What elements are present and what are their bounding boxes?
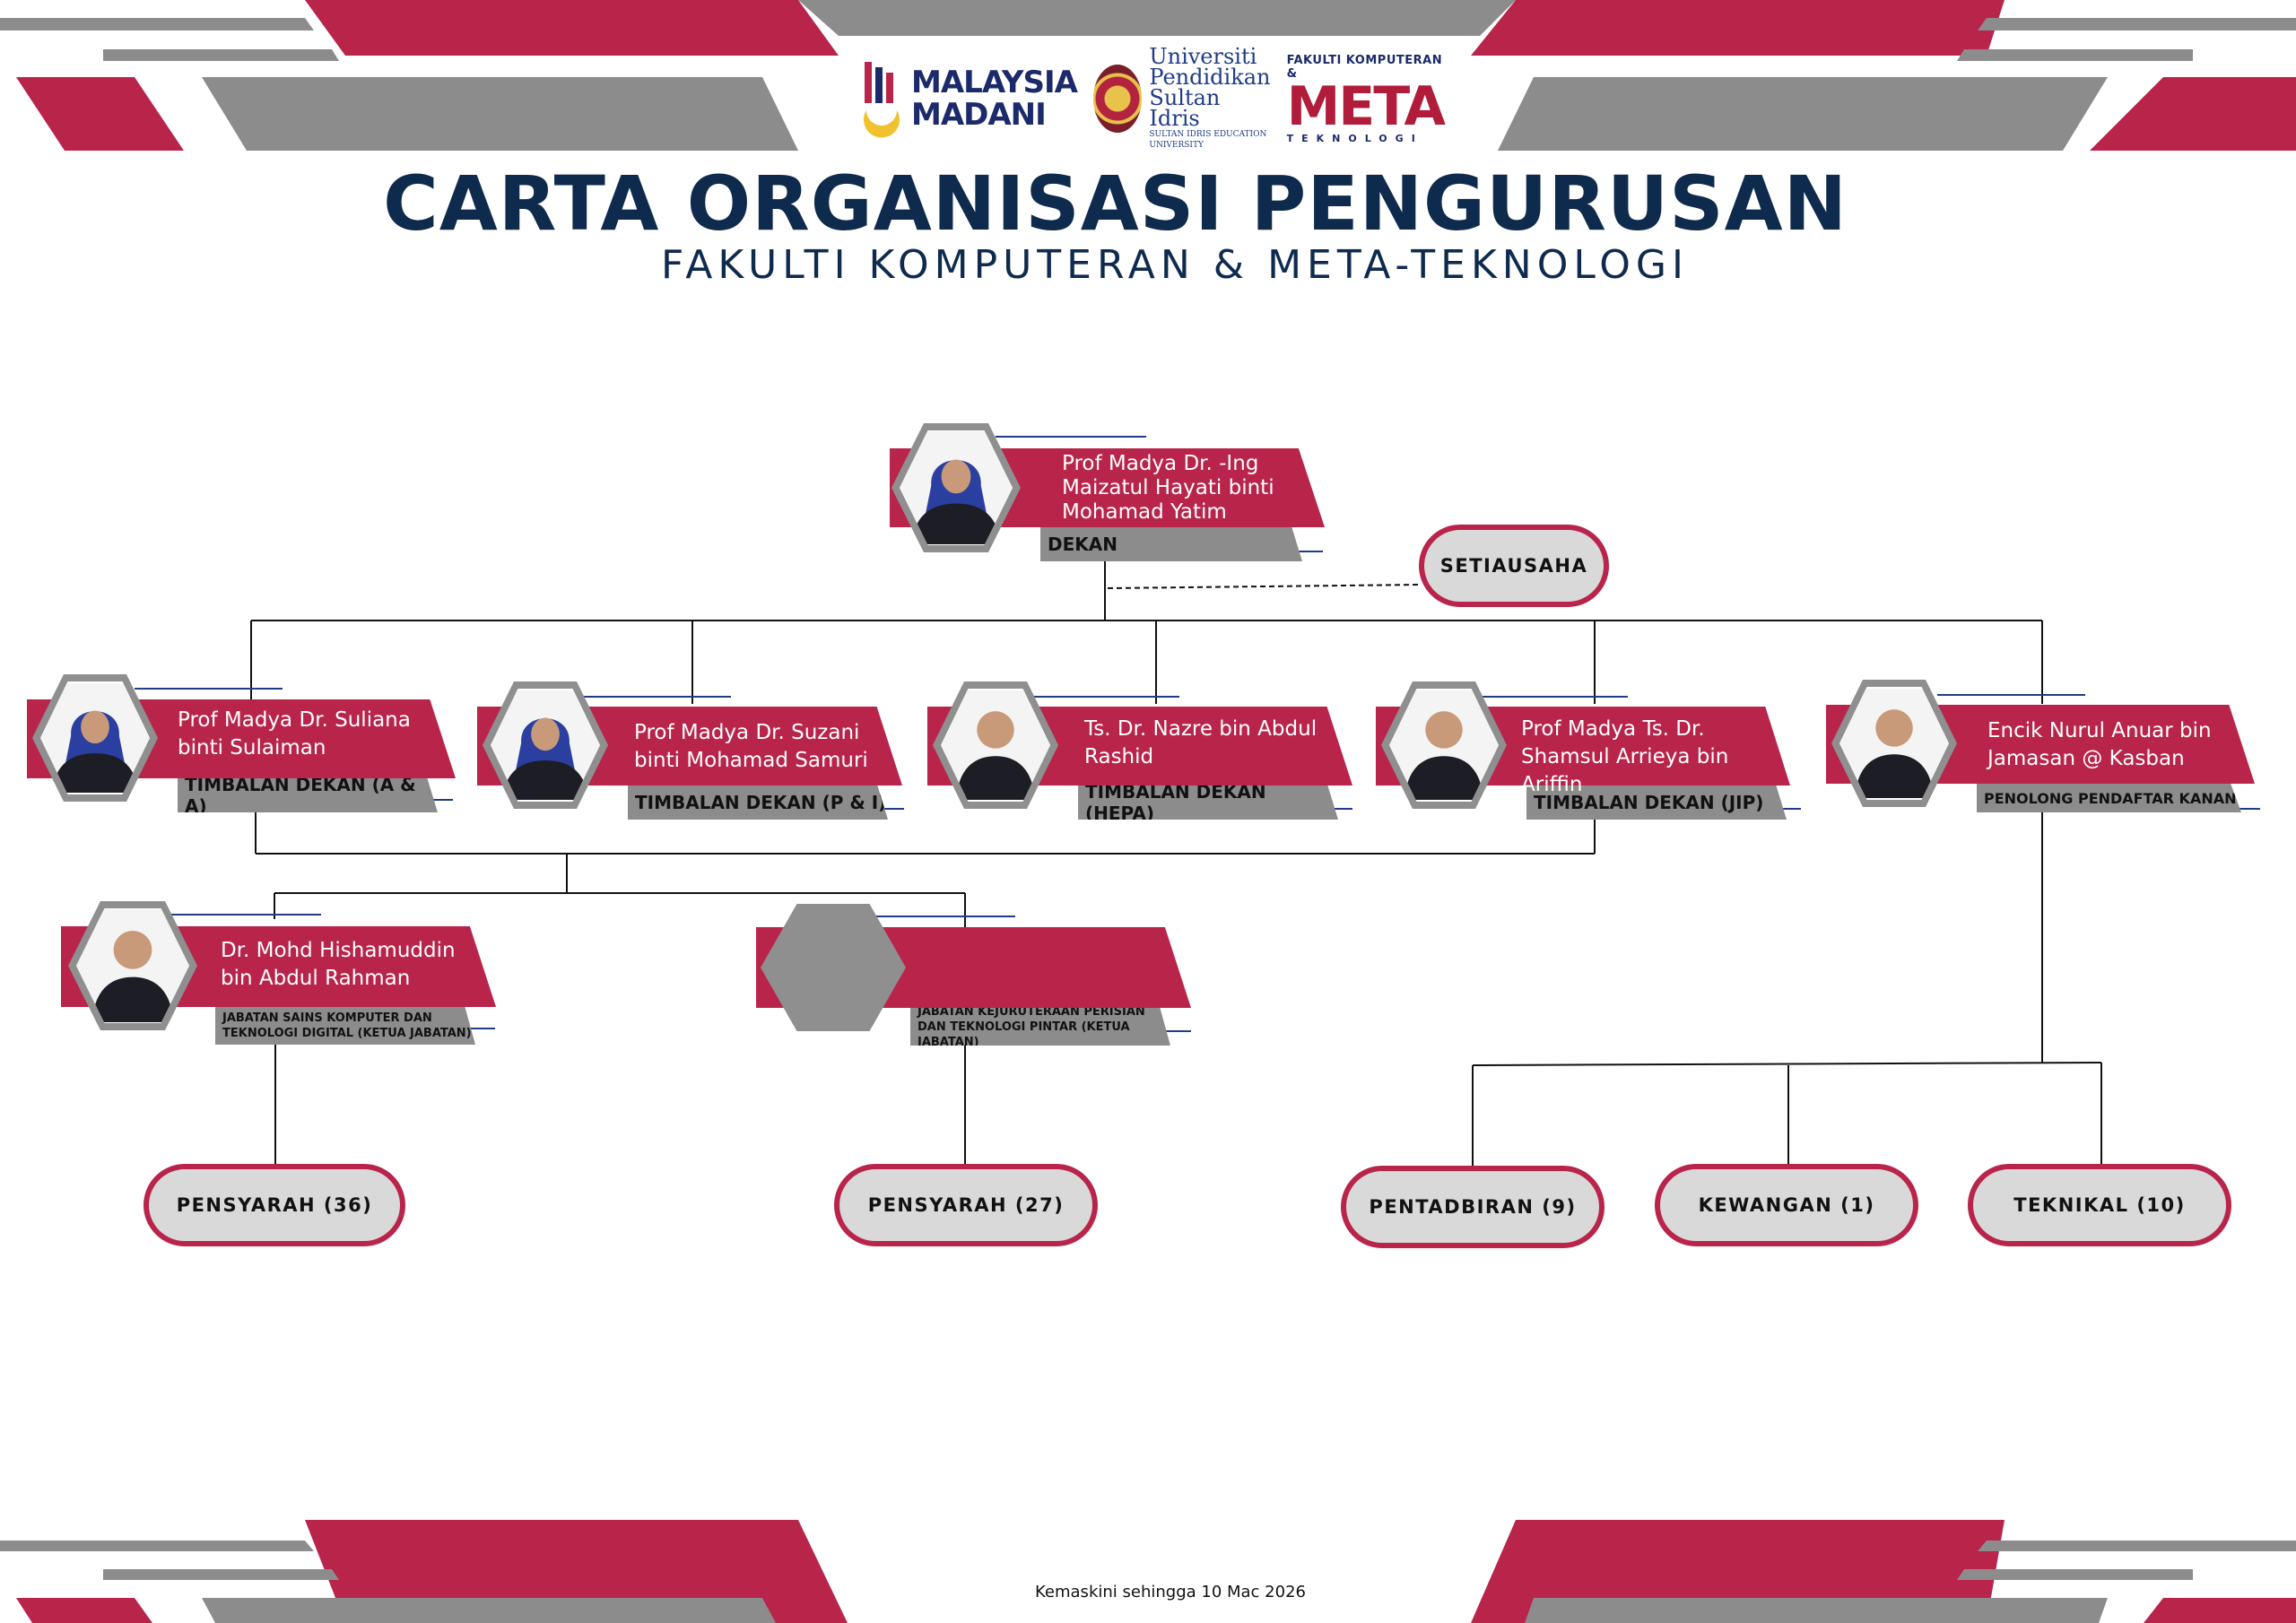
deputy-role-label: PENOLONG PENDAFTAR KANAN bbox=[1977, 784, 2241, 812]
deputy-avatar-icon bbox=[40, 681, 150, 794]
unit-pensyarah-kejuruteraan-perisian: PENSYARAH (27) bbox=[834, 1164, 1098, 1246]
deputy-avatar-icon bbox=[941, 689, 1050, 802]
deputy-name: Encik Nurul Anuar bin Jamasan @ Kasban bbox=[1987, 719, 2212, 770]
deputy-avatar-icon bbox=[1839, 687, 1949, 800]
upsi-line-3: Sultan Idris bbox=[1149, 85, 1221, 131]
dean-photo bbox=[891, 423, 1021, 552]
unit-teknikal: TEKNIKAL (10) bbox=[1968, 1164, 2231, 1246]
department-role-label: JABATAN KEJURUTERAAN PERISIAN DAN TEKNOL… bbox=[910, 1008, 1170, 1046]
deputy-name: Ts. Dr. Nazre bin Abdul Rashid bbox=[1084, 717, 1318, 768]
upsi-line-1: Universiti bbox=[1149, 44, 1257, 69]
deputy-photo bbox=[933, 681, 1058, 809]
bottom-left-stripes bbox=[0, 1520, 848, 1623]
unit-pentadbiran: PENTADBIRAN (9) bbox=[1341, 1166, 1605, 1248]
fkmt-logo-mark: META bbox=[1286, 74, 1446, 138]
dean-role-label: DEKAN bbox=[1040, 527, 1302, 561]
unit-pensyarah-sains-komputer: PENSYARAH (36) bbox=[144, 1164, 405, 1246]
deputy-avatar-icon bbox=[1389, 689, 1499, 802]
dean-name: Prof Madya Dr. -Ing Maizatul Hayati bint… bbox=[1062, 452, 1274, 524]
deputy-role-label: TIMBALAN DEKAN (A & A) bbox=[178, 778, 438, 812]
top-center-band bbox=[798, 0, 1516, 36]
deputy-card: TIMBALAN DEKAN (HEPA) Ts. Dr. Nazre bin … bbox=[927, 681, 1358, 825]
upsi-english-name: SULTAN IDRIS EDUCATION UNIVERSITY bbox=[1149, 130, 1267, 150]
accent-lines bbox=[135, 436, 2260, 1032]
department-head-card: JABATAN KEJURUTERAAN PERISIAN DAN TEKNOL… bbox=[756, 904, 1196, 1056]
upsi-logo-text: Universiti Pendidikan Sultan Idris SULTA… bbox=[1149, 44, 1274, 151]
upsi-seal-icon bbox=[1092, 65, 1143, 133]
top-right-stripes bbox=[1471, 0, 2296, 151]
page-title: CARTA ORGANISASI PENGURUSAN bbox=[383, 160, 1848, 247]
deputy-role-label: TIMBALAN DEKAN (P & I) bbox=[628, 785, 888, 820]
upsi-line-2: Pendidikan bbox=[1149, 65, 1271, 90]
page-subtitle: FAKULTI KOMPUTERAN & META-TEKNOLOGI bbox=[660, 242, 1689, 288]
deputy-role-label: TIMBALAN DEKAN (HEPA) bbox=[1078, 785, 1338, 820]
deputy-photo bbox=[32, 674, 158, 802]
top-left-stripes bbox=[0, 0, 839, 151]
deputy-name: Prof Madya Ts. Dr. Shamsul Arrieya bin A… bbox=[1521, 717, 1729, 796]
secretary-unit: SETIAUSAHA bbox=[1419, 525, 1609, 607]
dean-avatar-icon bbox=[900, 430, 1013, 545]
header-logos: MALAYSIA MADANI Universiti Pendidikan Su… bbox=[861, 46, 1446, 150]
madani-line-2: MADANI bbox=[911, 97, 1047, 133]
madani-line-1: MALAYSIA bbox=[911, 65, 1078, 100]
fkmt-logo-bottom: TEKNOLOGI bbox=[1286, 132, 1423, 144]
department-head-photo bbox=[68, 901, 197, 1030]
department-head-name: Dr. Mohd Hishamuddin bin Abdul Rahman bbox=[221, 939, 456, 990]
fkmt-logo: FAKULTI KOMPUTERAN & META TEKNOLOGI bbox=[1286, 53, 1446, 144]
deputy-card: PENOLONG PENDAFTAR KANAN Encik Nurul Anu… bbox=[1826, 680, 2257, 823]
deputy-card: TIMBALAN DEKAN (A & A) Prof Madya Dr. Su… bbox=[27, 674, 457, 818]
deputy-role-label: TIMBALAN DEKAN (JIP) bbox=[1526, 785, 1787, 820]
org-connectors bbox=[250, 560, 2102, 1166]
fkmt-logo-top: FAKULTI KOMPUTERAN & bbox=[1286, 53, 1443, 81]
department-head-photo-placeholder bbox=[761, 904, 906, 1031]
department-head-card: JABATAN SAINS KOMPUTER DAN TEKNOLOGI DIG… bbox=[61, 901, 500, 1054]
deputy-avatar-icon bbox=[491, 689, 600, 802]
department-role-label: JABATAN SAINS KOMPUTER DAN TEKNOLOGI DIG… bbox=[215, 1007, 475, 1045]
malaysia-madani-logo-icon bbox=[861, 58, 904, 139]
deputy-card: TIMBALAN DEKAN (P & I) Prof Madya Dr. Su… bbox=[477, 681, 908, 825]
deputy-name: Prof Madya Dr. Suliana binti Sulaiman bbox=[178, 708, 411, 759]
department-head-avatar-icon bbox=[76, 908, 189, 1023]
updated-note: Kemaskini sehingga 10 Mac 2026 bbox=[1035, 1583, 1306, 1601]
deputy-name: Prof Madya Dr. Suzani binti Mohamad Samu… bbox=[634, 721, 868, 772]
deputy-photo bbox=[483, 681, 608, 809]
unit-kewangan: KEWANGAN (1) bbox=[1655, 1164, 1918, 1246]
deputy-photo bbox=[1381, 681, 1507, 809]
dean-card: DEKAN Prof Madya Dr. -Ing Maizatul Hayat… bbox=[890, 423, 1356, 567]
malaysia-madani-logo-text: MALAYSIA MADANI bbox=[911, 65, 1078, 133]
bottom-right-stripes bbox=[1471, 1520, 2296, 1623]
deputy-photo bbox=[1831, 680, 1957, 807]
deputy-card: TIMBALAN DEKAN (JIP) Prof Madya Ts. Dr. … bbox=[1376, 681, 1806, 825]
